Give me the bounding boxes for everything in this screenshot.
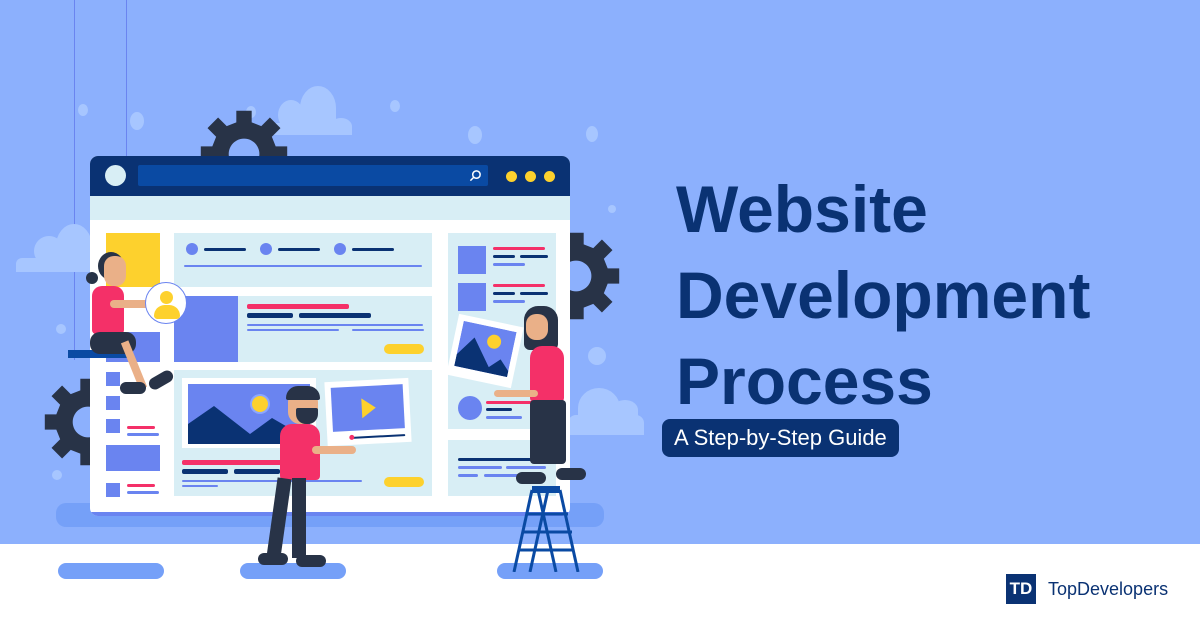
decor-dot — [608, 205, 616, 213]
logo-mark-icon: TD — [1006, 574, 1036, 604]
ladder — [512, 486, 580, 572]
page-title: Website Development Process — [676, 166, 1090, 424]
decor-dot — [588, 347, 606, 365]
ground-platform — [58, 563, 164, 579]
decor-dot — [56, 324, 66, 334]
subtitle-badge: A Step-by-Step Guide — [662, 419, 899, 457]
cta-button — [384, 477, 424, 487]
title-line: Process — [676, 344, 933, 418]
decor-dot — [390, 100, 400, 112]
user-icon — [160, 291, 173, 304]
brand-name: TopDevelopers — [1048, 578, 1169, 599]
window-circle — [105, 165, 126, 186]
title-line: Website — [676, 172, 928, 246]
decor-dot — [52, 470, 62, 480]
decor-dot — [586, 126, 598, 142]
search-icon — [469, 170, 481, 182]
play-icon — [361, 397, 377, 419]
swing-rope — [74, 0, 75, 360]
title-line: Development — [676, 258, 1091, 332]
address-bar — [138, 165, 488, 186]
decor-dot — [78, 104, 88, 116]
browser-toolbar — [90, 196, 570, 220]
video-card — [324, 377, 412, 447]
ground-platform — [240, 563, 346, 579]
article-panel — [174, 296, 432, 362]
window-dot — [544, 171, 555, 182]
cta-button — [384, 344, 424, 354]
profile-card — [145, 282, 187, 324]
image-card — [446, 313, 524, 389]
decor-dot — [130, 112, 144, 130]
swing-seat — [68, 350, 128, 358]
window-dot — [506, 171, 517, 182]
browser-titlebar — [90, 156, 570, 196]
nav-panel — [174, 233, 432, 287]
brand-logo[interactable]: TD TopDevelopers — [1006, 574, 1168, 604]
window-dot — [525, 171, 536, 182]
decor-dot — [468, 126, 482, 144]
